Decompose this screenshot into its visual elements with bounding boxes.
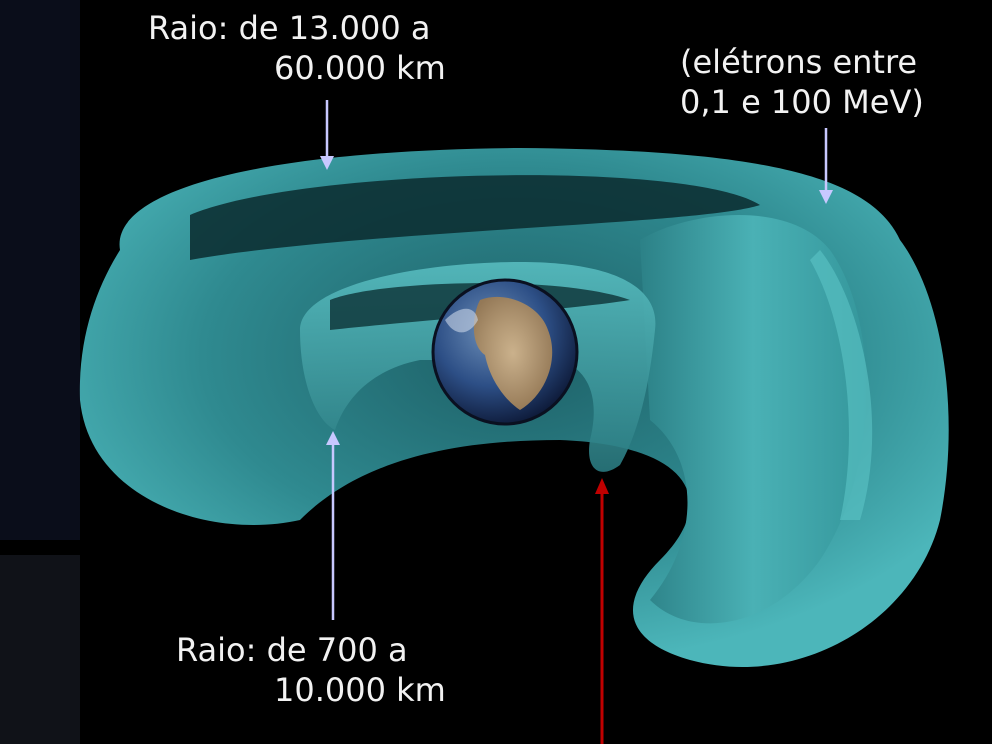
- inner-belt-radius-line2: 10.000 km: [274, 671, 446, 709]
- electron-energy-label: (elétrons entre 0,1 e 100 MeV): [680, 42, 924, 122]
- arrow-outer-belt: [320, 100, 334, 170]
- background-panel: [0, 0, 80, 540]
- arrow-inner-belt: [326, 431, 340, 620]
- inner-belt-radius-label: Raio: de 700 a 10.000 km: [176, 630, 446, 710]
- arrow-red: [595, 478, 609, 744]
- electron-energy-line2: 0,1 e 100 MeV): [680, 83, 924, 121]
- background-panel-lower: [0, 555, 80, 744]
- electron-energy-line1: (elétrons entre: [680, 43, 918, 81]
- outer-belt-radius-line2: 60.000 km: [274, 49, 446, 87]
- inner-belt-radius-line1: Raio: de 700 a: [176, 631, 408, 669]
- outer-belt-radius-label: Raio: de 13.000 a 60.000 km: [148, 8, 446, 88]
- arrow-electrons: [819, 128, 833, 204]
- earth-icon: [431, 278, 579, 426]
- outer-belt-radius-line1: Raio: de 13.000 a: [148, 9, 431, 47]
